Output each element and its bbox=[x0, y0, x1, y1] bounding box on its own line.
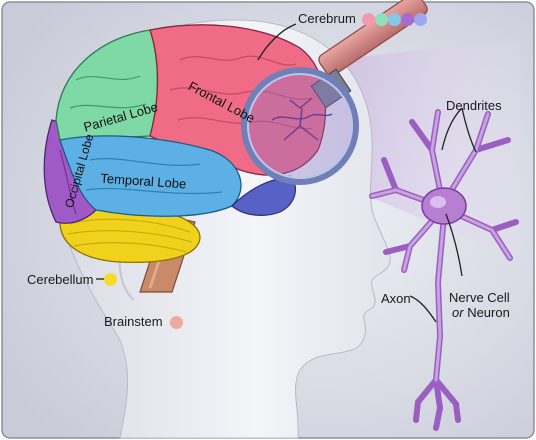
cerebellum-label: Cerebellum bbox=[27, 272, 94, 287]
neuron-word: Neuron bbox=[467, 305, 510, 320]
leader-lines bbox=[96, 23, 477, 323]
brainstem-color-dot bbox=[170, 316, 183, 329]
or-word: or bbox=[452, 305, 464, 320]
neuron-label-line: or Neuron bbox=[452, 305, 510, 320]
light-beam bbox=[330, 40, 520, 260]
cerebrum-color-dot bbox=[375, 13, 388, 26]
brainstem-label: Brainstem bbox=[104, 314, 163, 329]
axon-label: Axon bbox=[381, 291, 411, 306]
cerebrum-color-dot bbox=[401, 13, 414, 26]
cerebellum-color-dot bbox=[104, 273, 117, 286]
cerebellum-folds bbox=[67, 218, 193, 253]
temporal-lobe-label: Temporal Lobe bbox=[100, 171, 187, 192]
cerebrum-color-key bbox=[362, 13, 442, 27]
neuron-illustration bbox=[369, 109, 519, 431]
cerebrum-color-dot bbox=[388, 13, 401, 26]
lower-frontal-region bbox=[231, 175, 297, 216]
magnifying-glass-icon bbox=[241, 0, 428, 185]
frontal-lobe-shape bbox=[149, 24, 327, 176]
dendrites-label: Dendrites bbox=[446, 98, 502, 113]
nerve-cell-label: Nerve Cell bbox=[449, 290, 510, 305]
cerebrum-color-dot bbox=[414, 13, 427, 26]
brain-gyri-lines bbox=[59, 55, 313, 215]
cerebrum-color-dot bbox=[362, 13, 375, 26]
cerebrum-label: Cerebrum bbox=[298, 11, 356, 26]
